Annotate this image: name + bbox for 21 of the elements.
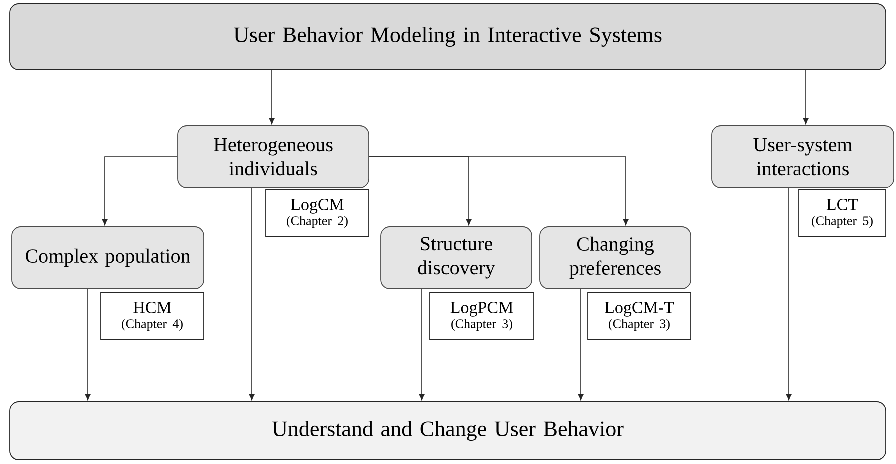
arrow xyxy=(369,156,629,226)
arrow xyxy=(786,188,792,400)
topic-box: Changing preferences xyxy=(540,226,692,290)
model-label-box: HCM (Chapter 4) xyxy=(100,292,204,340)
model-label-box: LogCM-T (Chapter 3) xyxy=(588,292,692,340)
topic-box: User-system interactions xyxy=(712,126,894,188)
topic-box: Complex population xyxy=(12,226,204,290)
arrow xyxy=(269,70,275,124)
topic-box: Heterogeneous individuals xyxy=(178,126,370,188)
arrow xyxy=(85,289,91,400)
arrow xyxy=(419,289,425,400)
goal-box: Understand and Change User Behavior xyxy=(10,402,886,460)
arrow xyxy=(578,289,584,400)
topic-box: Structure discovery xyxy=(380,226,532,290)
arrow xyxy=(249,188,255,400)
model-label-box: LogPCM (Chapter 3) xyxy=(430,292,534,340)
arrow xyxy=(803,70,809,124)
heading-box: User Behavior Modeling in Interactive Systems xyxy=(10,4,886,70)
arrow xyxy=(102,156,178,226)
model-label-box: LCT (Chapter 5) xyxy=(798,190,886,238)
model-label-box: LogCM (Chapter 2) xyxy=(266,190,370,238)
